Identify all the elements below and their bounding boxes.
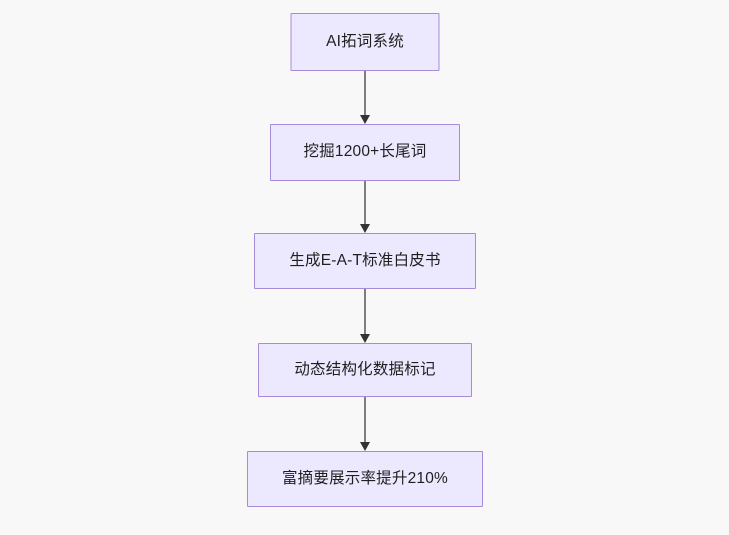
flow-node-4[interactable]: 动态结构化数据标记 — [258, 343, 472, 397]
flow-edge-2 — [359, 181, 371, 233]
arrow-down-icon — [359, 334, 370, 343]
flow-edge-3 — [359, 289, 371, 343]
flow-node-4-label: 动态结构化数据标记 — [294, 360, 436, 378]
arrow-down-icon — [359, 224, 370, 233]
flow-node-1[interactable]: AI拓词系统 — [290, 13, 440, 71]
flow-node-3-label: 生成E-A-T标准白皮书 — [289, 251, 441, 269]
flow-node-5[interactable]: 富摘要展示率提升210% — [247, 451, 483, 507]
flow-edge-2-line — [363, 181, 366, 224]
flow-node-5-label: 富摘要展示率提升210% — [281, 469, 449, 487]
arrow-down-icon — [359, 115, 370, 124]
flow-edge-1-line — [363, 71, 366, 115]
arrow-down-icon — [359, 442, 370, 451]
flow-node-2[interactable]: 挖掘1200+长尾词 — [270, 124, 460, 181]
flow-edge-3-line — [363, 289, 366, 334]
flow-edge-1 — [359, 71, 371, 124]
flow-edge-4-line — [363, 397, 366, 442]
flow-edge-4 — [359, 397, 371, 451]
flow-node-2-label: 挖掘1200+长尾词 — [303, 143, 427, 161]
flow-node-3[interactable]: 生成E-A-T标准白皮书 — [254, 233, 476, 289]
flow-node-1-label: AI拓词系统 — [326, 32, 404, 50]
